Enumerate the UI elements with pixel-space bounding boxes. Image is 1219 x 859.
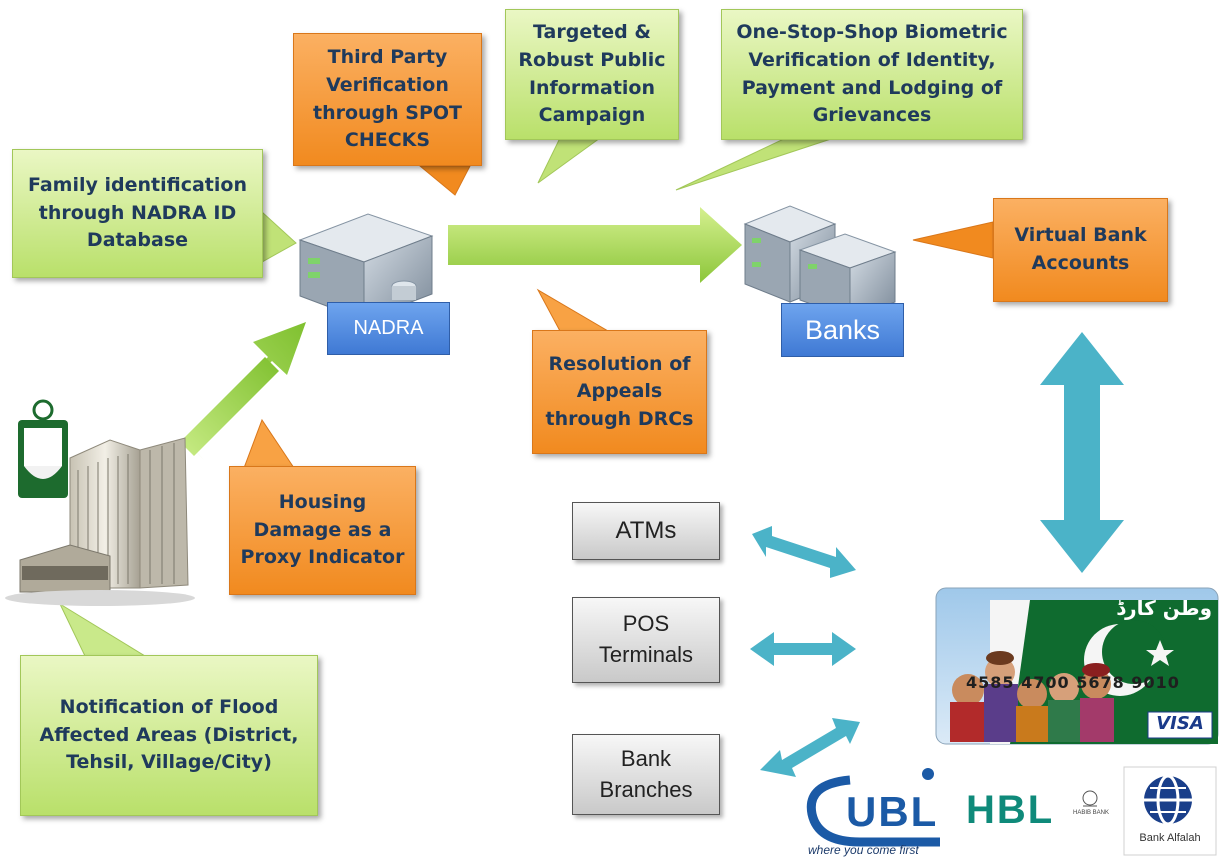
callout-resolution-appeals: Resolution of Appeals through DRCs (532, 330, 707, 454)
arrow-govt-to-nadra-body (180, 357, 279, 456)
callout-housing-damage: Housing Damage as a Proxy Indicator (229, 466, 416, 595)
callout-tail-one-stop (675, 135, 841, 191)
callout-tail-public-info (537, 137, 602, 184)
callout-virtual-bank-accounts: Virtual Bank Accounts (993, 198, 1168, 302)
nadra-server-icon (298, 213, 434, 321)
callout-tail-notification (58, 602, 147, 657)
callout-tail-virtual-bank (912, 221, 994, 259)
ubl-tagline: where you come first (808, 843, 919, 857)
card-network-visa: VISA (1156, 713, 1204, 734)
callout-tail-family (261, 210, 297, 263)
bank-alfalah-text: Bank Alfalah (1139, 832, 1201, 844)
ubl-logo-text: UBL (846, 788, 939, 835)
banks-node-label: Banks (781, 303, 904, 357)
channel-pos-terminals: POS Terminals (572, 597, 720, 683)
habib-bank-emblem-icon (1082, 790, 1098, 807)
ubl-logo-swoosh-icon (806, 768, 940, 847)
banks-servers-icon (743, 205, 897, 319)
children-photo (950, 651, 1114, 742)
callout-notification-flood: Notification of Flood Affected Areas (Di… (20, 655, 318, 816)
callout-public-information: Targeted & Robust Public Information Cam… (505, 9, 679, 140)
callout-one-stop-shop: One-Stop-Shop Biometric Verification of … (721, 9, 1023, 140)
arrow-govt-to-nadra (185, 322, 306, 461)
arrow-nadra-to-banks (448, 207, 742, 283)
nadra-node-label: NADRA (327, 302, 450, 355)
arrow-pos-card (750, 632, 856, 666)
arrow-branches-card (760, 718, 860, 777)
arrow-banks-card (1040, 332, 1124, 573)
channel-atms: ATMs (572, 502, 720, 560)
callout-family-identification: Family identification through NADRA ID D… (12, 149, 263, 278)
watan-card-image (935, 587, 1219, 745)
callout-tail-third-party (418, 165, 471, 196)
card-urdu-title: وطن کارڈ (1116, 596, 1212, 620)
bank-alfalah-logo (1123, 766, 1217, 856)
channel-bank-branches: Bank Branches (572, 734, 720, 815)
government-building-icon (5, 399, 195, 606)
arrow-atms-card (752, 526, 856, 578)
callout-third-party-verification: Third Party Verification through SPOT CH… (293, 33, 482, 166)
card-number: 4585 4700 5678 9010 (966, 673, 1180, 692)
callout-tail-housing (243, 418, 295, 469)
hbl-logo-text: HBL (966, 788, 1055, 832)
callout-tail-resolution (536, 288, 610, 332)
habib-bank-text: HABIB BANK (1072, 810, 1109, 816)
